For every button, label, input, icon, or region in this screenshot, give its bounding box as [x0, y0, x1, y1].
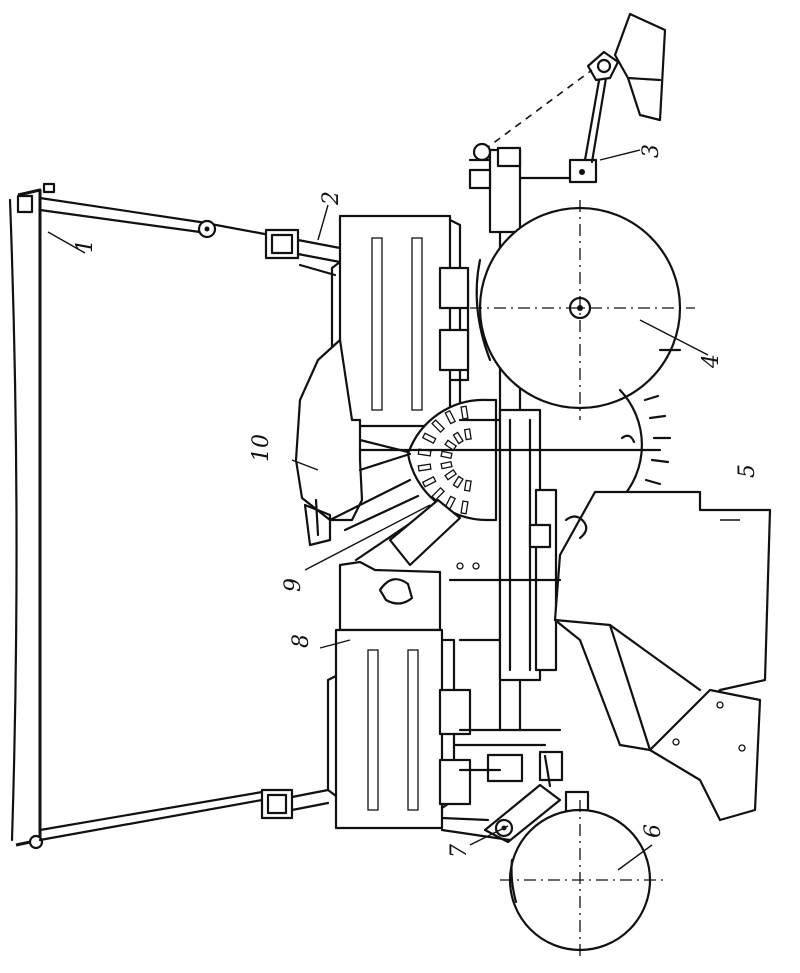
label-8: 8 — [289, 634, 314, 648]
platform-frame — [8, 182, 277, 850]
upper-housing — [330, 214, 470, 428]
label-5: 5 — [735, 464, 760, 478]
blade-arm — [468, 12, 667, 184]
label-1: 1 — [73, 239, 98, 253]
lower-bracket — [260, 788, 330, 820]
small-wheel — [500, 800, 665, 960]
label-9: 9 — [281, 578, 306, 592]
gear-sector — [618, 388, 672, 502]
large-wheel — [470, 200, 695, 420]
upper-bracket — [264, 228, 342, 277]
rotary-disc — [328, 398, 498, 567]
label-3: 3 — [639, 144, 664, 158]
label-2: 2 — [319, 191, 344, 206]
leader-lines — [47, 149, 740, 871]
engine-hood — [553, 490, 772, 822]
lower-housing — [326, 560, 562, 830]
label-10: 10 — [249, 434, 274, 462]
cab — [294, 338, 364, 547]
label-7: 7 — [447, 844, 472, 858]
label-4: 4 — [699, 354, 724, 369]
lower-side-frame — [440, 816, 512, 842]
label-6: 6 — [641, 824, 666, 838]
